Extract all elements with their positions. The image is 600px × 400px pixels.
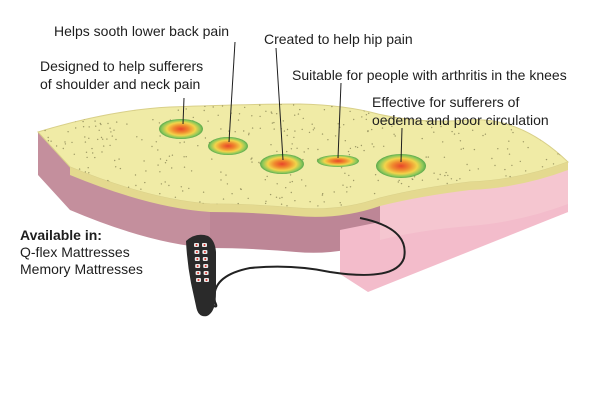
leader-lower-back <box>228 41 236 143</box>
availability-item-qflex: Q-flex Mattresses <box>20 244 130 260</box>
remote-control <box>186 234 216 317</box>
remote-body <box>186 234 216 317</box>
callout-shoulder-line-2: of shoulder and neck pain <box>40 76 201 92</box>
availability-block: Available in: Q-flex Mattresses Memory M… <box>20 227 143 278</box>
heat-spot-shoulder <box>159 119 203 139</box>
callout-shoulder-line-1: Designed to help sufferers <box>40 58 204 74</box>
remote-button-indicator <box>197 279 200 281</box>
mattress-front-face <box>340 204 568 292</box>
availability-heading: Available in: <box>20 227 102 243</box>
availability-item-memory: Memory Mattresses <box>20 261 143 277</box>
remote-button-indicator <box>195 251 198 253</box>
remote-button-indicator <box>204 258 207 260</box>
heat-spot-knees <box>317 155 359 167</box>
callout-oedema-line-2: oedema and poor circulation <box>372 112 549 128</box>
callout-shoulder-neck: Designed to help sufferers of shoulder a… <box>40 57 203 93</box>
heat-spots <box>159 119 426 178</box>
heat-spot-lower-back <box>208 137 248 155</box>
remote-button-indicator <box>195 244 198 246</box>
heat-spot-hip <box>260 154 304 174</box>
callout-oedema: Effective for sufferers of oedema and po… <box>372 93 549 129</box>
mattress-top-edge <box>70 162 568 217</box>
remote-button-indicator <box>205 272 208 274</box>
leader-shoulder <box>182 97 185 125</box>
remote-button-indicator <box>204 265 207 267</box>
remote-button-indicator <box>196 258 199 260</box>
leader-hip <box>275 47 284 161</box>
callout-oedema-line-1: Effective for sufferers of <box>372 94 520 110</box>
leader-lines <box>182 41 403 163</box>
callout-knees: Suitable for people with arthritis in th… <box>292 67 567 83</box>
leader-knees <box>337 82 342 159</box>
remote-button-indicator <box>196 265 199 267</box>
callout-hip: Created to help hip pain <box>264 31 413 47</box>
callout-lower-back: Helps sooth lower back pain <box>54 23 230 39</box>
remote-button-indicator <box>203 244 206 246</box>
remote-button-indicator <box>197 272 200 274</box>
heat-spot-feet <box>376 154 426 178</box>
remote-button-indicator <box>205 279 208 281</box>
remote-button-indicator <box>203 251 206 253</box>
remote-buttons <box>194 243 209 282</box>
leader-oedema <box>400 127 403 163</box>
